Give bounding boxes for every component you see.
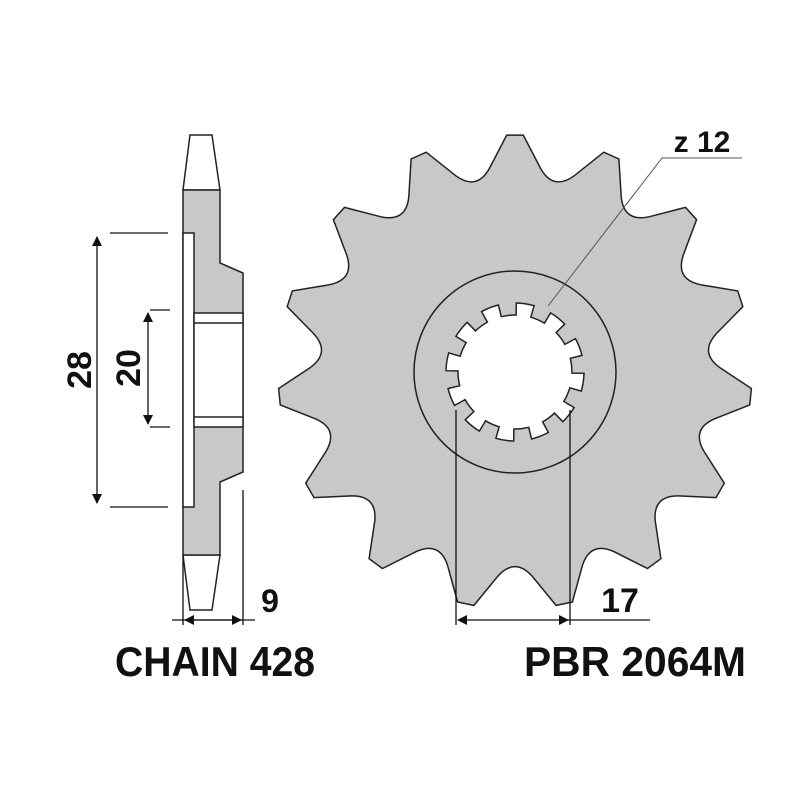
spline-teeth-label: z 12 bbox=[674, 126, 731, 159]
part-number-caption: PBR 2064M bbox=[524, 638, 746, 685]
front-view bbox=[277, 134, 753, 607]
hub-circle bbox=[413, 270, 617, 474]
dim-17-label: 17 bbox=[601, 582, 639, 620]
side-dimensions bbox=[92, 232, 255, 625]
side-tooth-bottom bbox=[182, 554, 221, 611]
side-bore-strip bbox=[182, 232, 195, 508]
side-view bbox=[182, 134, 244, 611]
spline-bore bbox=[445, 302, 585, 442]
spline-leader bbox=[547, 157, 742, 307]
dim-9-label: 9 bbox=[261, 583, 279, 619]
dim-20-label: 20 bbox=[110, 349, 148, 387]
dim-28-label: 28 bbox=[61, 351, 99, 389]
side-hub-hole bbox=[193, 312, 244, 428]
side-tooth-top bbox=[182, 134, 221, 191]
chain-caption: CHAIN 428 bbox=[115, 638, 315, 685]
front-dimensions bbox=[455, 157, 742, 625]
